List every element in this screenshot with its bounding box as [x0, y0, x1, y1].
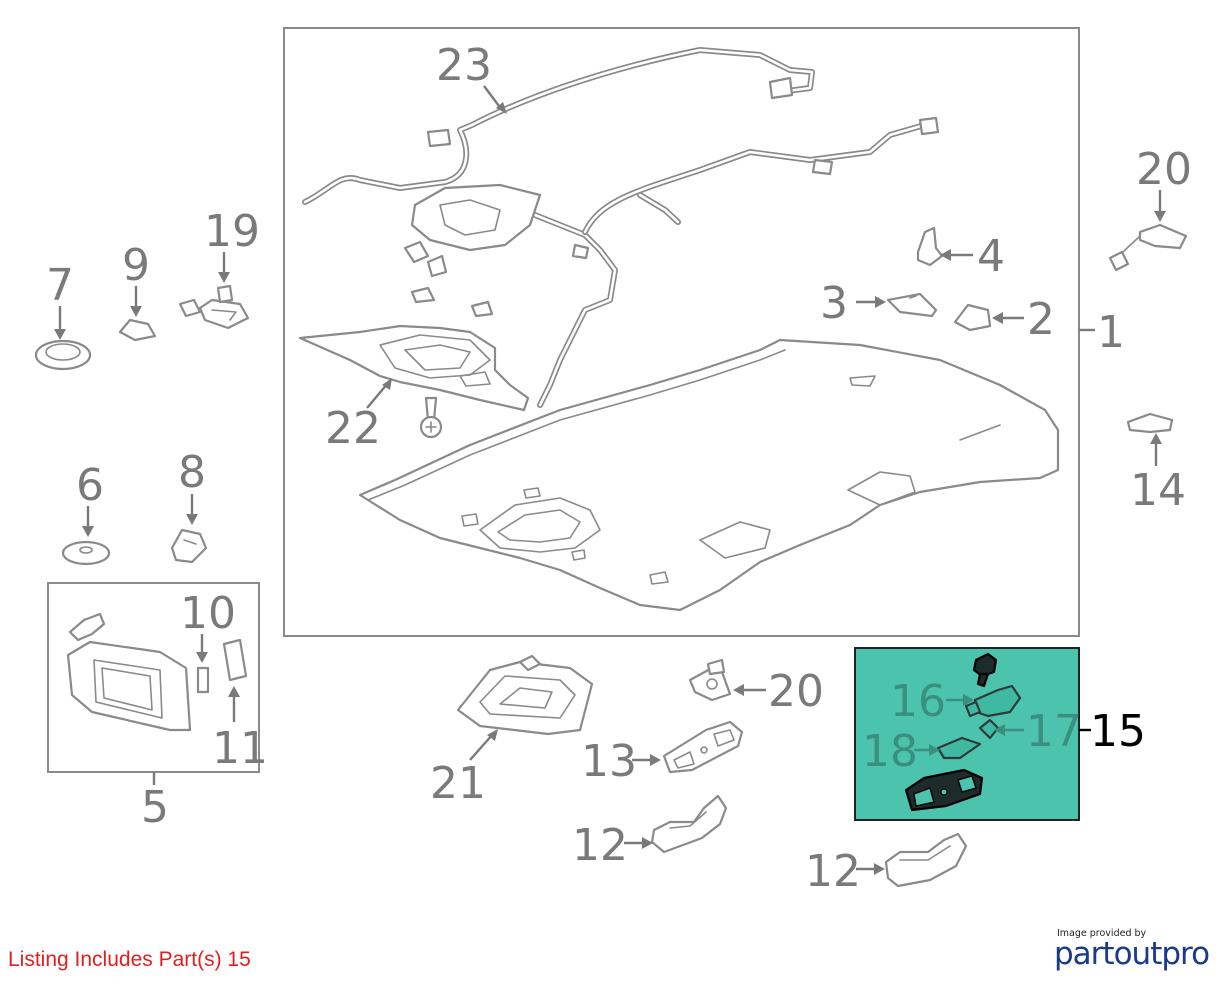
listing-includes-text: Listing Includes Part(s) 15 [8, 948, 251, 971]
callout-6: 6 [76, 460, 104, 511]
callout-3: 3 [820, 278, 848, 329]
part-6-washer[interactable] [61, 540, 111, 566]
part-20-connector-top[interactable] [1108, 223, 1188, 272]
callout-8: 8 [178, 447, 206, 498]
part-4-clip[interactable] [916, 226, 944, 267]
part-23-wiring-harness[interactable] [302, 47, 940, 408]
part-1-headliner-panel[interactable] [358, 338, 1060, 612]
callout-12-right: 12 [805, 846, 861, 897]
part-3-clip[interactable] [886, 292, 938, 318]
callout-22: 22 [325, 403, 381, 454]
part-10-pin[interactable] [196, 666, 210, 694]
callout-1: 1 [1097, 307, 1125, 358]
callout-19: 19 [204, 206, 260, 257]
part-9-clip[interactable] [118, 318, 157, 342]
part-20-connector-bottom[interactable] [688, 658, 732, 702]
callout-12-left: 12 [572, 820, 628, 871]
callout-13: 13 [581, 736, 637, 787]
callout-7: 7 [46, 260, 74, 311]
part-7-ring[interactable] [34, 339, 92, 371]
partoutpro-logo: partoutpro [1054, 936, 1210, 972]
callout-10: 10 [180, 588, 236, 639]
image-credit-caption: Image provided by [1057, 928, 1147, 939]
callout-15: 15 [1090, 706, 1146, 757]
part-14-clip[interactable] [1126, 412, 1174, 434]
callout-2: 2 [1027, 294, 1055, 345]
part-15-screw[interactable] [972, 652, 998, 688]
callout-14: 14 [1130, 465, 1186, 516]
callout-11: 11 [212, 723, 268, 774]
part-13-plate[interactable] [662, 720, 744, 774]
part-22-bracket[interactable] [298, 324, 530, 412]
part-2-clip[interactable] [953, 303, 992, 332]
group-box-1 [283, 27, 1080, 637]
callout-16: 16 [890, 676, 946, 727]
callout-9: 9 [122, 240, 150, 291]
callout-5: 5 [141, 782, 169, 833]
part-11-cover[interactable] [222, 638, 248, 682]
callout-20-top: 20 [1136, 144, 1192, 195]
callout-17: 17 [1026, 706, 1082, 757]
part-5-sun-visor[interactable] [66, 612, 192, 732]
part-19-lamp[interactable] [178, 284, 250, 330]
part-12-handle-left[interactable] [650, 794, 728, 854]
part-8-clip[interactable] [170, 528, 208, 564]
callout-20-bottom: 20 [768, 666, 824, 717]
callout-21: 21 [430, 758, 486, 809]
callout-4: 4 [977, 231, 1005, 282]
part-22-screw[interactable] [419, 396, 443, 439]
callout-18: 18 [862, 726, 918, 777]
callout-23: 23 [436, 40, 492, 91]
highlighted-group-15[interactable]: 16 17 18 [854, 647, 1082, 821]
part-21-console[interactable] [456, 654, 594, 736]
part-12-handle-right[interactable] [884, 832, 968, 888]
part-15-bezel[interactable] [904, 768, 984, 812]
part-16-lamp-housing[interactable] [964, 684, 1022, 718]
part-18-lens[interactable] [936, 736, 982, 760]
